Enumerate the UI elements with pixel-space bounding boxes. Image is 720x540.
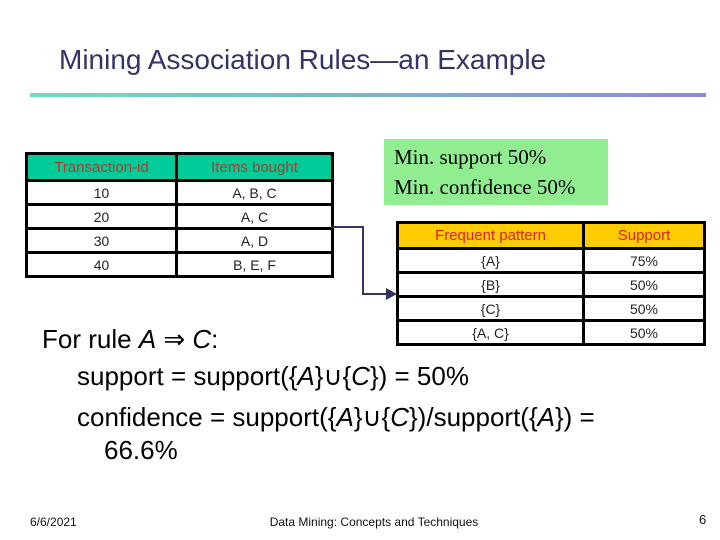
title-underline [30,93,706,97]
frequent-patterns-table: Frequent pattern Support {A} 75% {B} 50%… [396,221,706,346]
cell-transaction-id: 40 [25,251,178,278]
confidence-result-line: 66.6% [104,435,178,465]
cell-items-bought: A, C [175,203,334,230]
union-symbol: }∪{ [353,402,391,432]
table-row: {A} 75% [396,247,706,274]
table-row: {B} 50% [396,271,706,298]
cell-items-bought: B, E, F [175,251,334,278]
rule-antecedent: A [138,324,157,354]
column-header-items-bought: Items bought [175,152,334,182]
cell-frequent-pattern: {A, C} [396,319,585,346]
formula-text: })/support({ [409,402,538,432]
table-row: 40 B, E, F [25,251,334,278]
column-header-support: Support [582,221,706,250]
cell-frequent-pattern: {A} [396,247,585,274]
formula-text: support = support({ [77,361,298,391]
cell-transaction-id: 30 [25,227,178,254]
cell-frequent-pattern: {C} [396,295,585,322]
table-row: 10 A, B, C [25,179,334,206]
min-thresholds-box: Min. support 50% Min. confidence 50% [384,139,608,205]
item-a: A [336,402,354,432]
cell-items-bought: A, B, C [175,179,334,206]
confidence-formula-line: confidence = support({A}∪{C})/support({A… [77,402,595,433]
table-row: 20 A, C [25,203,334,230]
table-header-row: Transaction-id Items bought [25,152,334,182]
formula-text: }) = [554,402,595,432]
item-c: C [390,402,409,432]
page-title: Mining Association Rules—an Example [59,44,547,75]
cell-support: 50% [582,295,706,322]
cell-transaction-id: 10 [25,179,178,206]
column-header-transaction-id: Transaction-id [25,152,178,182]
table-row: {A, C} 50% [396,319,706,346]
table-header-row: Frequent pattern Support [396,221,706,250]
table-row: 30 A, D [25,227,334,254]
implies-arrow: ⇒ [156,324,193,354]
footer-date: 6/6/2021 [30,515,77,529]
cell-support: 75% [582,247,706,274]
table-row: {C} 50% [396,295,706,322]
cell-items-bought: A, D [175,227,334,254]
rule-statement-line: For rule A ⇒ C: [42,324,218,355]
transactions-table: Transaction-id Items bought 10 A, B, C 2… [25,152,334,278]
rule-consequent: C [192,324,212,354]
cell-transaction-id: 20 [25,203,178,230]
footer-book-title: Data Mining: Concepts and Techniques [269,515,479,529]
cell-support: 50% [582,319,706,346]
item-c: C [351,361,370,391]
rule-text: For rule [42,324,139,354]
cell-support: 50% [582,271,706,298]
cell-frequent-pattern: {B} [396,271,585,298]
union-symbol: }∪{ [314,361,352,391]
footer-page-number: 6 [699,512,707,527]
column-header-frequent-pattern: Frequent pattern [396,221,585,250]
elbow-connector-arrow-icon [331,226,397,300]
min-confidence-text: Min. confidence 50% [394,175,576,199]
min-support-text: Min. support 50% [394,145,547,169]
support-formula-line: support = support({A}∪{C}) = 50% [77,361,469,392]
formula-text: confidence = support({ [77,402,337,432]
item-a: A [297,361,315,391]
formula-text: }) = 50% [369,361,469,391]
rule-text: : [211,324,219,354]
item-a: A [537,402,555,432]
